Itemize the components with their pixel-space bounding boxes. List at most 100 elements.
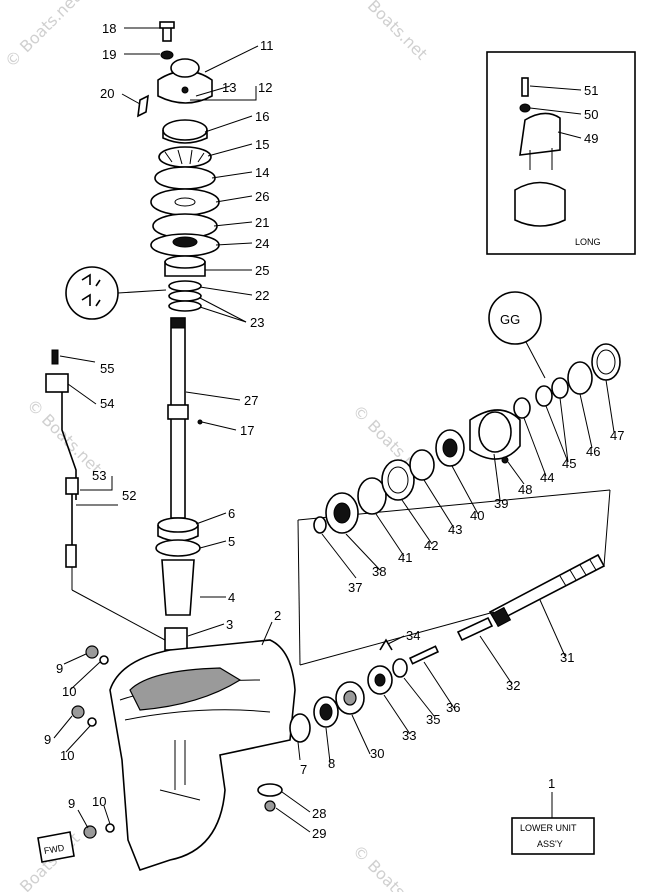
callout-7: 7	[300, 762, 307, 777]
insert-cartridge-16	[162, 119, 208, 141]
callout-11: 11	[260, 38, 274, 53]
fwd-tag: FWD	[37, 831, 75, 863]
sleeve-5	[155, 539, 201, 557]
oil-seal-23a	[168, 290, 202, 302]
callout-18: 18	[102, 21, 116, 36]
drive-shaft	[155, 317, 203, 651]
washer-19	[160, 50, 174, 60]
shift-rod-assembly	[45, 349, 166, 641]
callout-25: 25	[255, 263, 269, 278]
callout-29: 29	[312, 826, 326, 841]
callout-5: 5	[228, 534, 235, 549]
case-fasteners	[71, 645, 115, 839]
circlip-46	[567, 361, 593, 395]
bolt-9a	[85, 645, 99, 659]
o-ring-43	[409, 449, 435, 481]
callout-33: 33	[402, 728, 416, 743]
watermark-top-left: © Boats.net	[1, 0, 83, 71]
callout-1: 1	[548, 776, 555, 791]
oil-seal-44	[513, 397, 531, 419]
long-shaft-inset: LONG	[486, 51, 636, 255]
callout-22: 22	[255, 288, 269, 303]
callout-51: 51	[584, 83, 598, 98]
callout-26: 26	[255, 189, 269, 204]
bearing-42	[381, 459, 415, 501]
callout-44: 44	[540, 470, 554, 485]
callout-52: 52	[122, 488, 136, 503]
washer-10c	[105, 823, 115, 833]
impeller-15	[158, 146, 212, 168]
callout-53: 53	[92, 468, 106, 483]
watermark-bottom-right: © Boats.net	[349, 841, 431, 892]
callout-6: 6	[228, 506, 235, 521]
callout-19: 19	[102, 47, 116, 62]
callout-55: 55	[100, 361, 114, 376]
spring-34	[379, 638, 393, 651]
washer-10b	[87, 717, 97, 727]
lower-unit-assy-box: LOWER UNIT ASS'Y	[511, 817, 595, 855]
callout-54: 54	[100, 396, 114, 411]
callout-16: 16	[255, 109, 269, 124]
callout-49: 49	[584, 131, 598, 146]
bearing-6	[157, 517, 199, 533]
callout-17: 17	[240, 423, 254, 438]
callout-47: 47	[610, 428, 624, 443]
callout-40: 40	[470, 508, 484, 523]
callout-36: 36	[446, 700, 460, 715]
pin-36	[408, 645, 440, 665]
outer-plate-26	[150, 188, 220, 216]
callout-14: 14	[255, 165, 269, 180]
callout-10b: 10	[60, 748, 74, 763]
marking-label: GG	[500, 312, 520, 327]
leader-lines	[53, 27, 615, 833]
propeller-shaft-31	[488, 553, 606, 624]
gasket-14	[154, 166, 216, 190]
drain-plug	[257, 783, 283, 812]
callout-50: 50	[584, 107, 598, 122]
seal-detail-bubble	[65, 266, 167, 320]
callout-4: 4	[228, 590, 235, 605]
extension-49	[519, 112, 561, 156]
callout-15: 15	[255, 137, 269, 152]
callout-9a: 9	[56, 661, 63, 676]
oil-seal-22	[168, 280, 202, 292]
callout-37: 37	[348, 580, 362, 595]
assy-box-line1: LOWER UNIT	[520, 823, 577, 833]
callout-10c: 10	[92, 794, 106, 809]
oil-seal-45a	[535, 385, 553, 407]
callout-41: 41	[398, 550, 412, 565]
shim-7	[289, 713, 311, 743]
pin-48	[501, 456, 509, 464]
bearing-housing-39	[469, 409, 521, 460]
bolt-55	[51, 349, 59, 365]
callout-38: 38	[372, 564, 386, 579]
plug-28	[257, 783, 283, 797]
callout-labels: 18 19 11 20 13 12 16 15 14 26 21 24 25 2…	[44, 21, 624, 841]
callout-20: 20	[100, 86, 114, 101]
callout-45: 45	[562, 456, 576, 471]
callout-28: 28	[312, 806, 326, 821]
callout-48: 48	[518, 482, 532, 497]
washer-35	[392, 658, 408, 678]
clutch-32	[456, 616, 494, 642]
callout-34: 34	[406, 628, 420, 643]
tube-4	[161, 559, 195, 616]
callout-12: 12	[258, 80, 272, 95]
callout-46: 46	[586, 444, 600, 459]
callout-42: 42	[424, 538, 438, 553]
bracket-54	[45, 373, 69, 393]
callout-3: 3	[226, 617, 233, 632]
callout-43: 43	[448, 522, 462, 537]
assy-box-line2: ASS'Y	[537, 839, 563, 849]
callout-39: 39	[494, 496, 508, 511]
callout-9c: 9	[68, 796, 75, 811]
callout-35: 35	[426, 712, 440, 727]
callout-13: 13	[222, 80, 236, 95]
inset-label: LONG	[575, 237, 601, 247]
washer-37	[313, 516, 327, 534]
propeller-shaft-group	[289, 553, 606, 743]
callout-24: 24	[255, 236, 269, 251]
callout-10a: 10	[62, 684, 76, 699]
shim-41	[357, 477, 387, 515]
callout-31: 31	[560, 650, 574, 665]
